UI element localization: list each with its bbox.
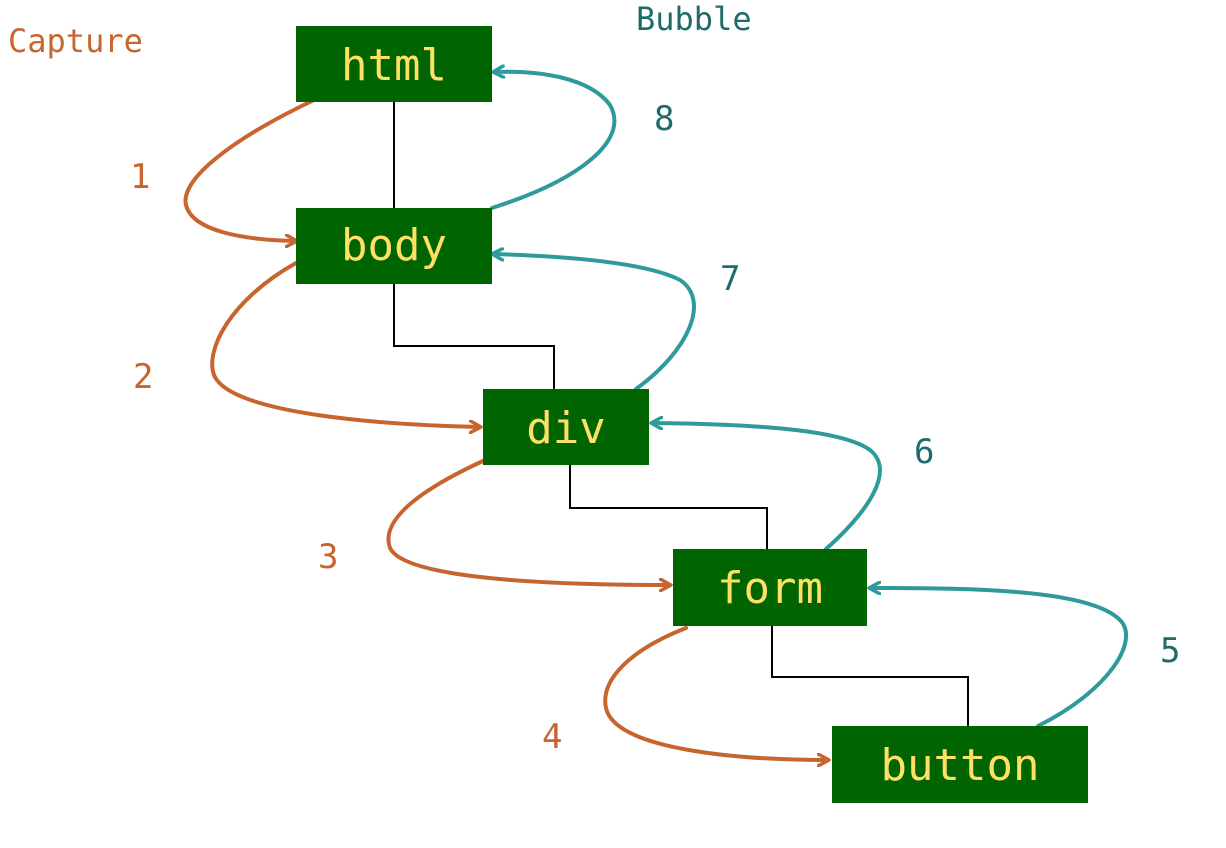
connector-div-form [569,465,768,549]
bubble-arrows [490,72,1128,728]
tree-connectors [393,102,969,726]
node-form-box [673,549,867,626]
capture-phase-label: Capture [8,22,143,60]
bubble-step-8: 8 [654,99,674,139]
capture-arrow-3 [386,459,670,585]
bubble-arrow-5 [870,588,1128,728]
connector-form-button [771,626,969,726]
bubble-step-5: 5 [1160,631,1180,671]
bubble-step-6: 6 [914,432,934,472]
node-html-label: html [341,40,447,91]
node-html-box [296,26,492,102]
node-button-box [832,726,1088,803]
node-body-label: body [341,220,447,271]
capture-arrow-1 [183,98,316,241]
node-html: html [296,26,492,102]
bubble-phase-label: Bubble [636,0,752,38]
capture-step-3: 3 [318,537,338,577]
capture-step-4: 4 [542,717,562,757]
node-form: form [673,549,867,626]
capture-arrow-4 [603,626,828,760]
connector-body-div [393,284,555,389]
capture-arrow-2 [210,261,480,427]
node-body-box [296,208,492,284]
node-button: button [832,726,1088,803]
node-div: div [483,389,649,465]
capture-step-1: 1 [130,157,150,197]
bubble-arrow-8 [490,72,617,210]
bubble-arrow-7 [493,254,696,391]
node-body: body [296,208,492,284]
node-form-label: form [717,563,823,614]
capture-step-2: 2 [133,357,153,397]
node-button-label: button [881,740,1040,791]
node-div-box [483,389,649,465]
node-div-label: div [526,403,605,454]
bubble-step-7: 7 [720,259,740,299]
bubble-arrow-6 [652,423,882,551]
capture-arrows [183,98,828,760]
